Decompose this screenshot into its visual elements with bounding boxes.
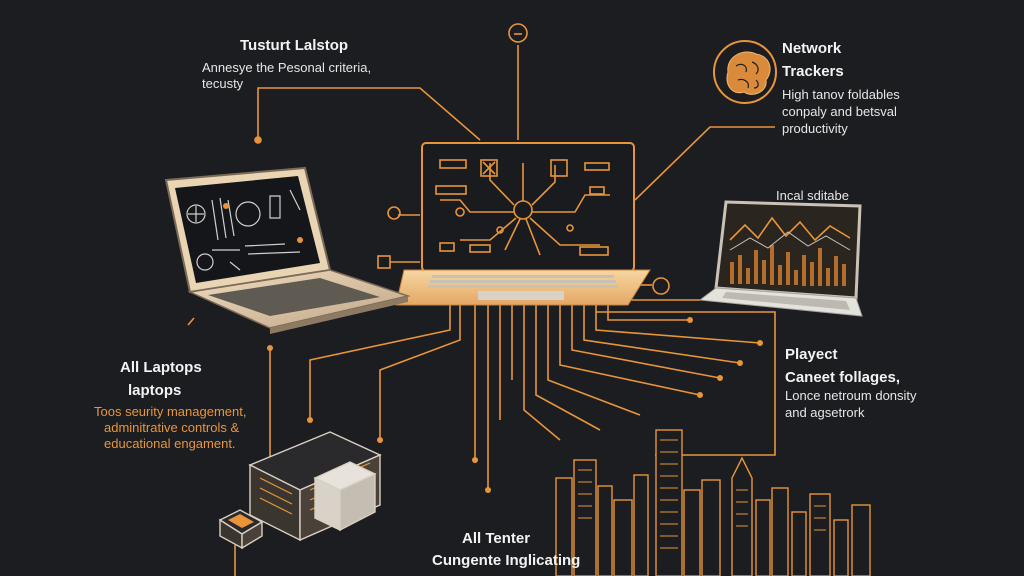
city-skyline-icon xyxy=(555,429,871,576)
top-left-title: Tusturt Lalstop xyxy=(240,37,349,54)
top-right-line2: conpaly and betsval xyxy=(782,104,897,119)
connector-lines xyxy=(187,45,776,576)
left-mid-title-1: All Laptops xyxy=(120,359,202,376)
stock-chart-screen xyxy=(730,245,846,286)
right-mid-title-2: Caneet follages, xyxy=(785,369,901,386)
connector-top-left xyxy=(257,87,481,141)
top-right-title-1: Network xyxy=(782,40,842,57)
top-right-line3: productivity xyxy=(782,121,848,136)
top-left-line1: Annesye the Pesonal criteria, xyxy=(202,60,372,75)
right-laptop-label: Incal sditabe xyxy=(776,188,849,203)
main-laptop xyxy=(395,142,651,306)
keyboard xyxy=(428,275,618,300)
brain-icon xyxy=(713,40,777,104)
top-left-line2: tecusty xyxy=(202,76,244,91)
right-mid-line1: Lonce netroum donsity xyxy=(785,388,917,403)
left-mid-title-2: laptops xyxy=(128,382,182,399)
bottom-title-2: Cungente Inglicating xyxy=(432,552,581,569)
connector-endpoints xyxy=(267,317,763,493)
left-mid-line1: Toos seurity management, xyxy=(94,404,247,419)
top-right-line1: High tanov foldables xyxy=(782,87,900,102)
right-mid-line2: and agsetrork xyxy=(785,405,865,420)
left-laptop xyxy=(164,166,411,334)
ai-chip-icon xyxy=(435,159,610,256)
connector-top-right xyxy=(634,126,775,201)
screen-sketches xyxy=(186,189,301,271)
left-mid-line2: adminitrative controls & xyxy=(104,420,240,435)
right-laptop xyxy=(698,200,863,317)
server-stack-icon xyxy=(218,431,382,550)
top-right-title-2: Trackers xyxy=(782,63,844,80)
left-mid-line3: educational engament. xyxy=(104,436,236,451)
bottom-title-1: All Tenter xyxy=(462,530,531,547)
connector-upper-left xyxy=(187,317,195,326)
right-mid-title-1: Playect xyxy=(785,346,838,363)
circuit-node-icon xyxy=(377,23,670,295)
